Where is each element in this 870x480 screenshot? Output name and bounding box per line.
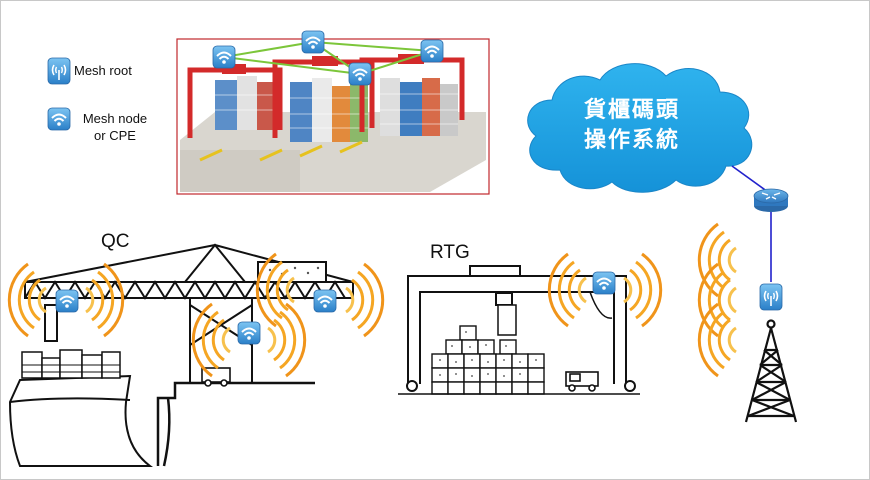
legend-node-label: Mesh node or CPE (70, 110, 160, 144)
qc-wifi-node-3-icon (237, 321, 261, 345)
legend-root-label: Mesh root (74, 63, 132, 78)
legend-root-icon (47, 57, 71, 85)
legend-node-label-line2: or CPE (94, 128, 136, 143)
qc-wifi-node-1-icon (55, 289, 79, 313)
rtg-truck-drawing (565, 371, 599, 392)
backbone-links (731, 165, 772, 282)
rtg-stack-dots (439, 331, 537, 377)
rtg-wifi-node-icon (592, 271, 616, 295)
legend-node-label-line1: Mesh node (82, 111, 148, 126)
container-yard-photo (176, 30, 490, 195)
photo-wifi-node-1-icon (212, 45, 236, 69)
legend-node-icon (47, 107, 71, 131)
photo-wifi-node-4-icon (348, 62, 372, 86)
rtg-label: RTG (430, 242, 470, 263)
tower-mesh-root-icon (759, 283, 783, 311)
operation-system-cloud (527, 63, 753, 193)
qc-wifi-node-2-icon (313, 289, 337, 313)
cloud-text: 貨櫃碼頭 操作系統 (584, 96, 680, 156)
photo-wifi-node-2-icon (301, 30, 325, 54)
router-icon (753, 188, 789, 212)
photo-container-stacks (215, 76, 458, 142)
cloud-text-line2: 操作系統 (584, 128, 681, 153)
ship-drawing (8, 349, 153, 467)
cloud-text-line1: 貨櫃碼頭 (584, 98, 681, 123)
rtg-drawing (406, 265, 636, 392)
photo-wifi-node-3-icon (420, 39, 444, 63)
tower-waves (697, 222, 738, 378)
quay-wall-drawing (156, 381, 315, 467)
qc-label: QC (101, 231, 130, 252)
cell-tower-drawing (744, 319, 798, 423)
quay-crane-drawing (24, 243, 354, 382)
rtg-container-stack (431, 325, 545, 395)
